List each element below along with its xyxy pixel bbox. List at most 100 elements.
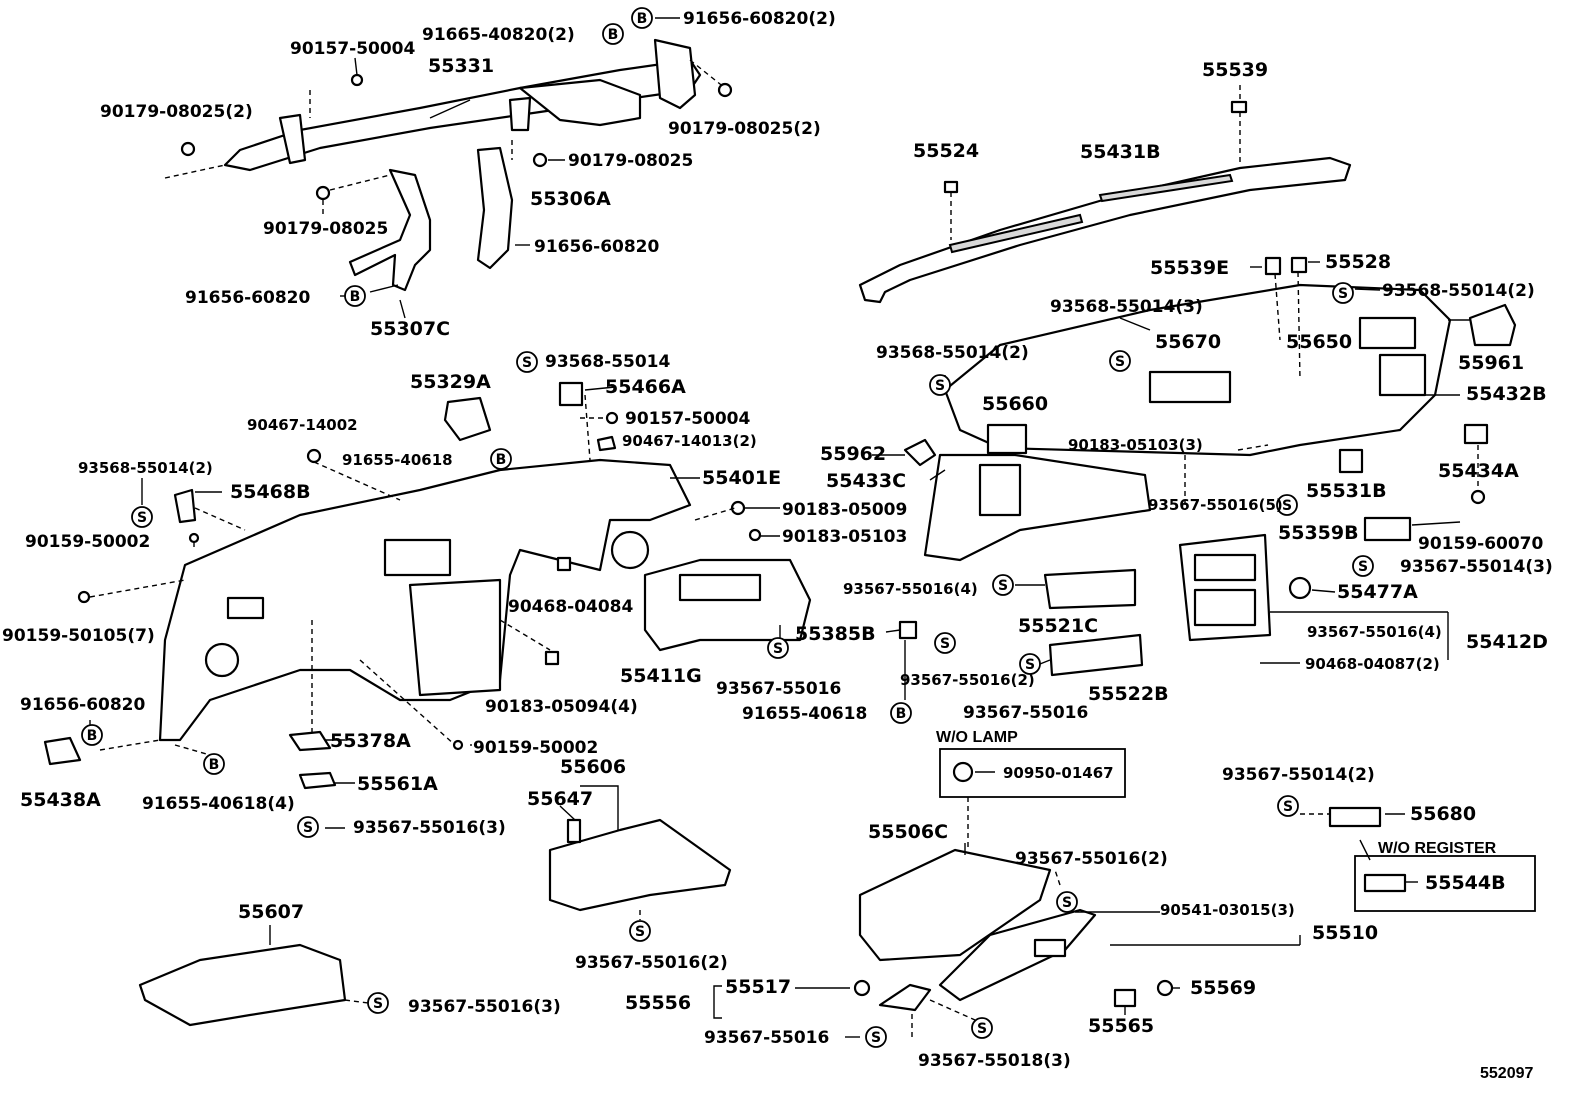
label-90179-08025-2-left: 90179-08025(2) (100, 102, 253, 122)
label-55607: 55607 (238, 901, 304, 923)
symbol-b-91656-60820-low: B (344, 285, 366, 307)
label-93567-55014-3: 93567-55014(3) (1400, 557, 1553, 577)
part-55359B-switch (1363, 516, 1412, 542)
label-55412D: 55412D (1466, 631, 1548, 653)
symbol-s-93568-55014-2-left: S (131, 506, 153, 528)
part-55680-switch (1328, 806, 1382, 828)
label-90159-60070: 90159-60070 (1418, 534, 1544, 554)
leader-lines-left (89, 386, 906, 784)
symbol-s-93568-55014-2-mid: S (929, 374, 951, 396)
label-93567-55016-2-c: 93567-55016(2) (1015, 849, 1168, 869)
label-91655-40618-b: 91655-40618 (742, 704, 867, 724)
label-93567-55016-5: 93567-55016(5) (1148, 496, 1283, 514)
symbol-s-93567-55016-3-b: S (367, 992, 389, 1014)
label-55378A: 55378A (330, 730, 411, 752)
symbol-b-91655-40618-b: B (890, 702, 912, 724)
leader-lines-top (164, 17, 726, 319)
label-55431B: 55431B (1080, 141, 1161, 163)
label-93567-55016-b: 93567-55016 (963, 703, 1088, 723)
label-55556: 55556 (625, 992, 691, 1014)
label-93567-55018-3: 93567-55018(3) (918, 1051, 1071, 1071)
part-55544B-cover (1363, 873, 1407, 893)
label-55522B: 55522B (1088, 683, 1169, 705)
part-55962-knob (903, 438, 937, 467)
part-55401E-instrument-panel (158, 458, 692, 742)
svg-text:B: B (87, 728, 98, 744)
symbol-s-93567-55016-2-c: S (1056, 891, 1078, 913)
svg-text:S: S (1283, 799, 1293, 815)
label-93568-55014-2-mid: 93568-55014(2) (876, 343, 1029, 363)
part-55385B-clip (898, 620, 918, 640)
part-55521C-box (1043, 568, 1137, 610)
symbol-s-93567-55016-2-b: S (629, 920, 651, 942)
label-55606: 55606 (560, 756, 626, 778)
label-55517: 55517 (725, 976, 791, 998)
leader-lines-bottom (269, 771, 1418, 1038)
label-90468-04084: 90468-04084 (508, 597, 634, 617)
part-55561A-clip (298, 771, 337, 790)
part-55607-undercover (138, 943, 347, 1027)
part-55961-vent (1468, 303, 1517, 347)
label-55359B: 55359B (1278, 522, 1359, 544)
label-90183-05103: 90183-05103 (782, 527, 907, 547)
label-55961: 55961 (1458, 352, 1524, 374)
label-55385B: 55385B (795, 623, 876, 645)
svg-text:B: B (637, 11, 648, 27)
symbol-b-91655-40618-4: B (203, 753, 225, 775)
label-55477A: 55477A (1337, 581, 1418, 603)
label-55565: 55565 (1088, 1015, 1154, 1037)
symbol-s-93567-55016-2-a: S (934, 632, 956, 654)
label-91656-60820-2-top: 91656-60820(2) (683, 9, 836, 29)
label-93568-55014-single: 93568-55014 (545, 352, 671, 372)
part-55466A-bracket (558, 381, 619, 452)
label-93568-55014-3: 93568-55014(3) (1050, 297, 1203, 317)
wo-lamp-box (939, 748, 1126, 798)
label-55506C: 55506C (868, 821, 948, 843)
label-91655-40618-4: 91655-40618(4) (142, 794, 295, 814)
label-55466A: 55466A (605, 376, 686, 398)
label-55670: 55670 (1155, 331, 1221, 353)
label-91656-60820-left: 91656-60820 (20, 695, 146, 715)
label-90541-03015-3: 90541-03015(3) (1160, 901, 1295, 919)
svg-text:S: S (1025, 657, 1035, 673)
symbol-s-93567-55014-2: S (1277, 795, 1299, 817)
part-55539-clip (1230, 85, 1248, 165)
symbol-s-93567-55016-5: S (1276, 494, 1298, 516)
label-55539E: 55539E (1150, 257, 1229, 279)
part-55433C-lower-panel (923, 453, 1152, 562)
symbol-b-91656-60820-left: B (81, 724, 103, 746)
svg-text:S: S (977, 1021, 987, 1037)
label-90159-50002-b: 90159-50002 (473, 738, 598, 758)
label-55539: 55539 (1202, 59, 1268, 81)
label-90157-50004-mid: 90157-50004 (625, 409, 751, 429)
label-91656-60820-mid: 91656-60820 (534, 237, 660, 257)
label-55544B: 55544B (1425, 872, 1506, 894)
part-55329A-bracket (443, 396, 492, 442)
label-55647: 55647 (527, 788, 593, 810)
label-55468B: 55468B (230, 481, 311, 503)
part-55510-glove-door (938, 908, 1097, 1002)
label-93567-55016-4-mid: 93567-55016(4) (843, 580, 978, 598)
label-55524: 55524 (913, 140, 979, 162)
symbol-s-93567-55016-c: S (865, 1026, 887, 1048)
label-55329A: 55329A (410, 371, 491, 393)
label-90183-05094-4: 90183-05094(4) (485, 697, 638, 717)
part-55524-clip (943, 180, 959, 240)
label-93567-55016-4-right: 93567-55016(4) (1307, 623, 1442, 641)
part-55556-hinge (853, 979, 932, 1012)
part-55434A-clip (1463, 423, 1489, 505)
label-55569: 55569 (1190, 977, 1256, 999)
label-93567-55016-3-a: 93567-55016(3) (353, 818, 506, 838)
symbol-s-93568-55014-single: S (516, 351, 538, 373)
label-90183-05103-3: 90183-05103(3) (1068, 436, 1203, 454)
svg-text:B: B (496, 452, 507, 468)
label-55331: 55331 (428, 55, 494, 77)
label-90950-01467: 90950-01467 (1003, 764, 1114, 782)
fastener-markers-top (180, 73, 733, 201)
svg-text:S: S (373, 996, 383, 1012)
figure-number: 552097 (1480, 1065, 1533, 1082)
part-55531B-bracket (1338, 448, 1364, 474)
label-90179-08025-low: 90179-08025 (263, 219, 388, 239)
svg-text:S: S (1062, 895, 1072, 911)
